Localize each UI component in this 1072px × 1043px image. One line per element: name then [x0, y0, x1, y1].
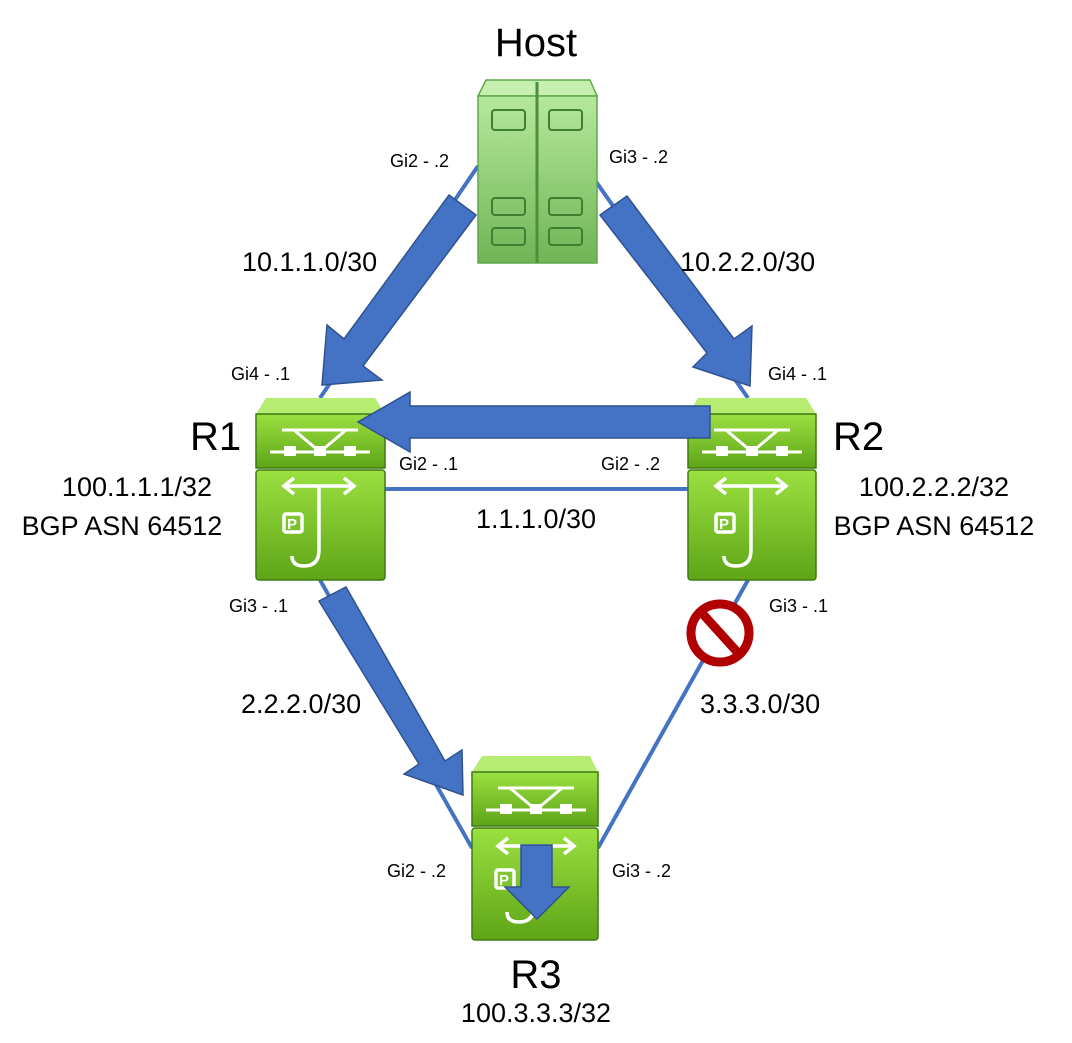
host-r2-subnet: 10.2.2.0/30	[680, 247, 815, 277]
svg-text:P: P	[719, 516, 729, 533]
r3-label: R3	[510, 953, 561, 997]
host-r2-r2-if: Gi4 - .1	[768, 364, 827, 384]
arrow-r1-to-r3	[317, 586, 464, 797]
host-r1-subnet: 10.1.1.0/30	[242, 247, 377, 277]
svg-text:P: P	[287, 516, 297, 533]
r2-r3-subnet: 3.3.3.0/30	[700, 689, 820, 719]
r1-asn: BGP ASN 64512	[22, 511, 223, 541]
r1-r3-r1-if: Gi3 - .1	[229, 596, 288, 616]
r2-r3-r2-if: Gi3 - .1	[769, 596, 828, 616]
server-icon[interactable]	[476, 79, 599, 264]
router-icon-r1[interactable]: P	[255, 398, 386, 581]
host-r1-host-if: Gi2 - .2	[390, 151, 449, 171]
r2-loopback: 100.2.2.2/32	[859, 472, 1009, 502]
arrow-r2-to-r1	[356, 390, 711, 454]
arrow-r3-down	[503, 844, 571, 921]
host-label: Host	[495, 21, 577, 65]
r1-loopback: 100.1.1.1/32	[62, 472, 212, 502]
arrow-host-to-r1	[321, 193, 478, 386]
r2-label: R2	[833, 415, 884, 459]
r2-asn: BGP ASN 64512	[834, 511, 1035, 541]
labels: Host Gi2 - .2 Gi3 - .2 10.1.1.0/30 10.2.…	[22, 21, 1035, 1028]
svg-text:P: P	[499, 872, 509, 889]
router-icon-r2[interactable]: P	[687, 398, 817, 581]
r1-label: R1	[190, 415, 241, 459]
host-r1-r1-if: Gi4 - .1	[231, 364, 290, 384]
r1-r2-r1-if: Gi2 - .1	[399, 454, 458, 474]
r1-r3-subnet: 2.2.2.0/30	[241, 689, 361, 719]
arrow-host-to-r2	[598, 194, 753, 388]
r1-r2-r2-if: Gi2 - .2	[601, 454, 660, 474]
r1-r2-subnet: 1.1.1.0/30	[476, 504, 596, 534]
traffic-flow-arrows	[317, 193, 753, 921]
r3-loopback: 100.3.3.3/32	[461, 998, 611, 1028]
r2-r3-r3-if: Gi3 - .2	[612, 861, 671, 881]
prohibited-icon	[686, 599, 754, 667]
r1-r3-r3-if: Gi2 - .2	[387, 861, 446, 881]
host-r2-host-if: Gi3 - .2	[609, 147, 668, 167]
